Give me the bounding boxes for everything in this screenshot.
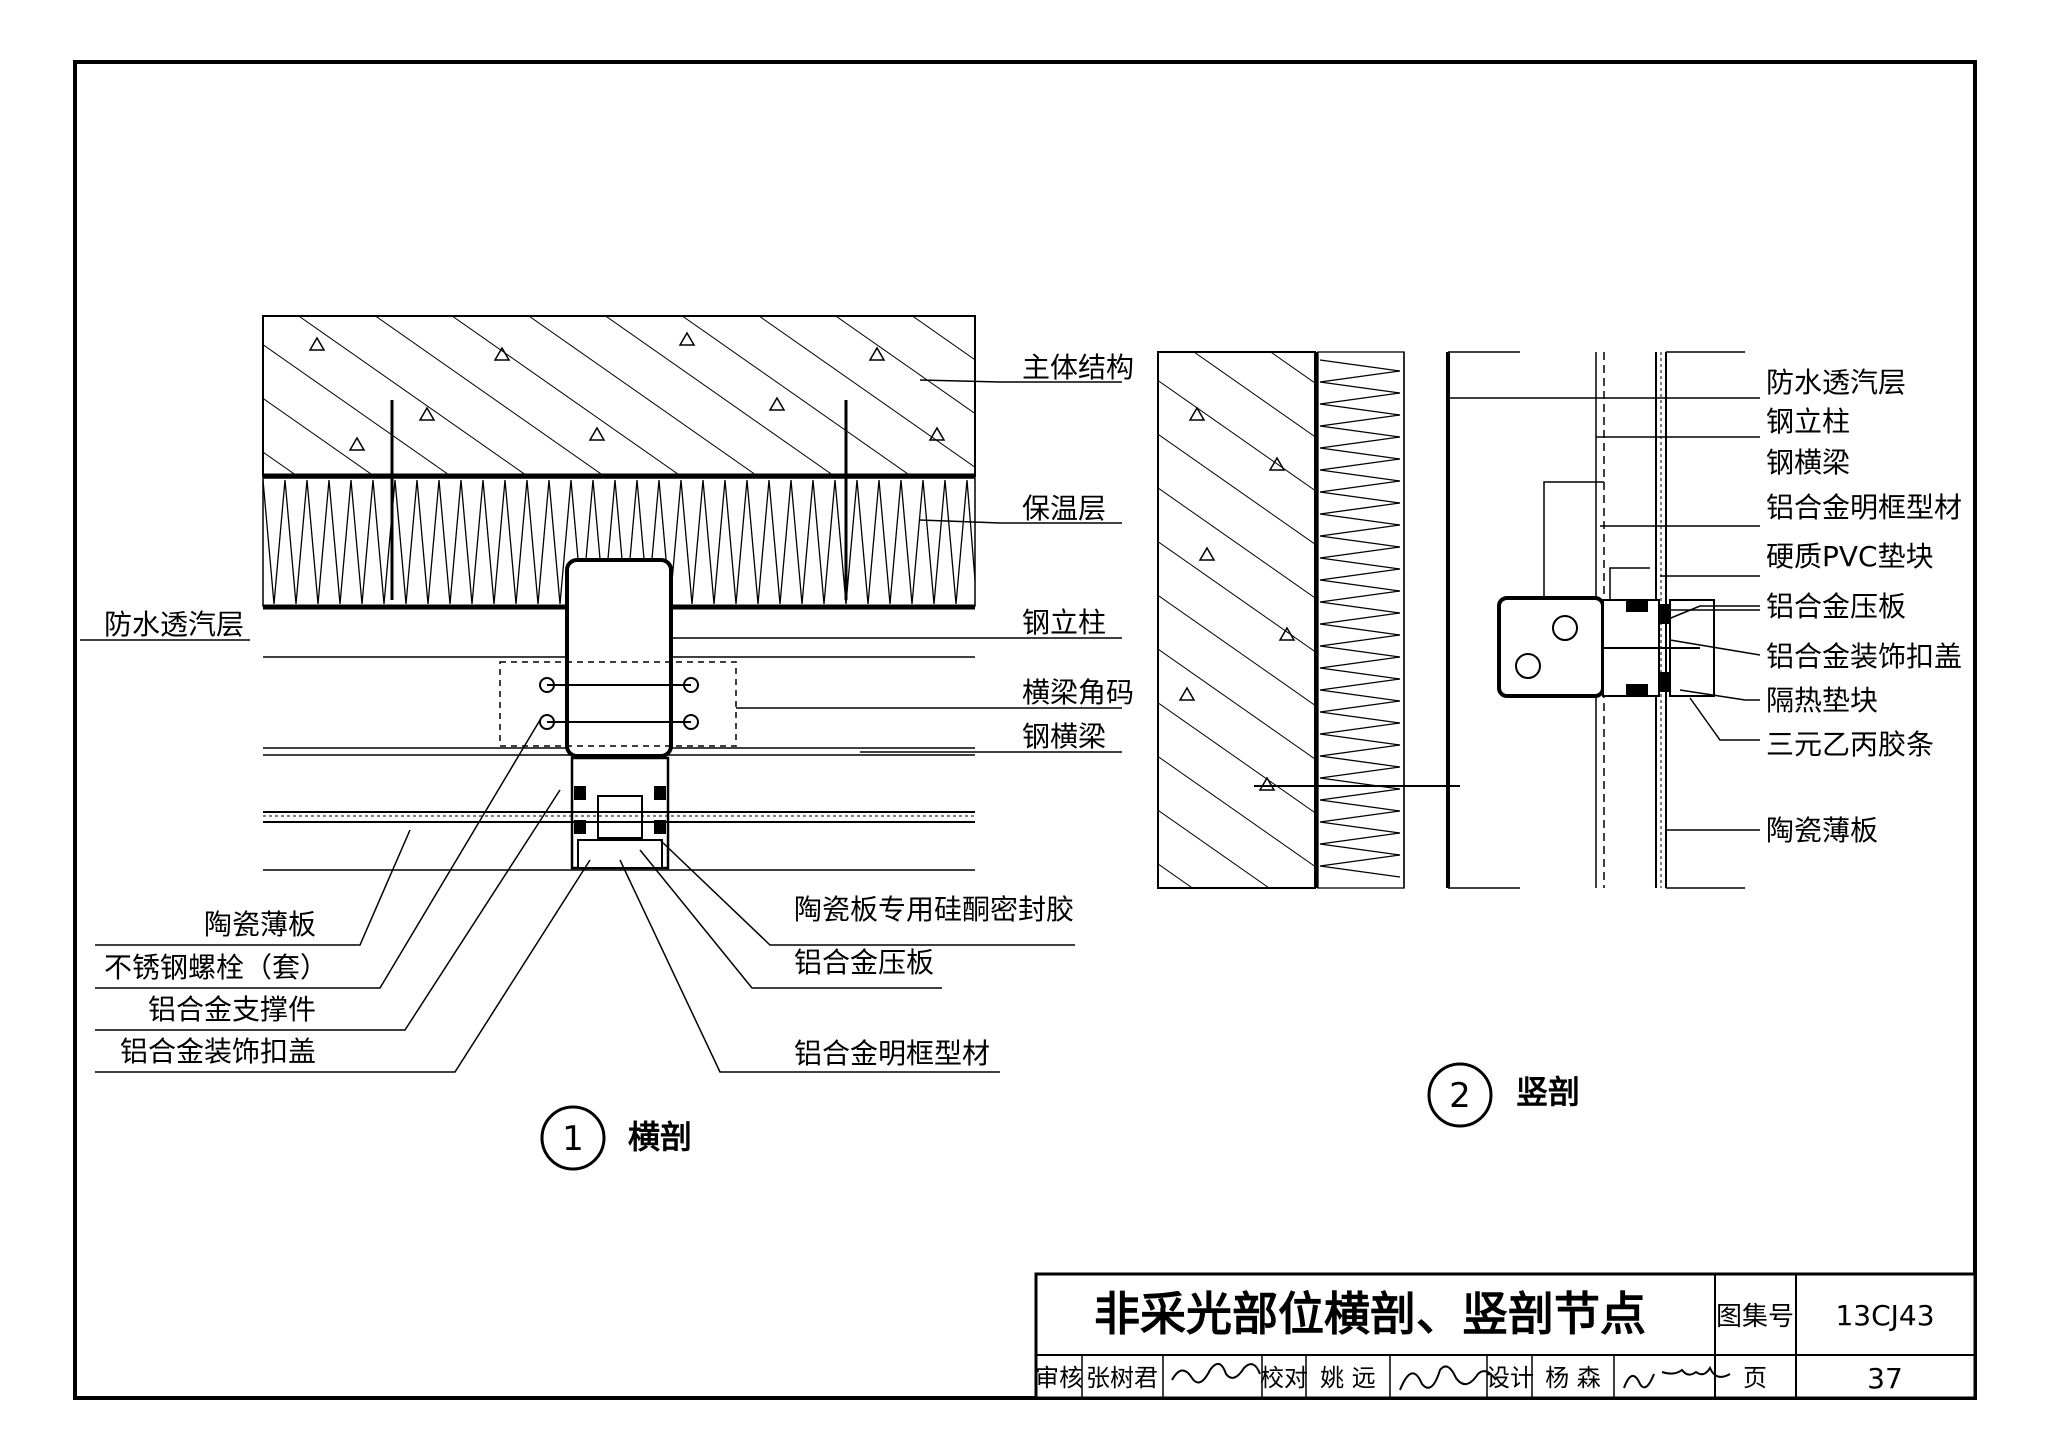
checker-signature <box>1399 1365 1497 1391</box>
label-steel-column-left: 钢立柱 <box>1022 606 1106 639</box>
page-label: 页 <box>1743 1364 1767 1392</box>
view-number-2: 2 <box>1449 1076 1471 1116</box>
view-number-circle-1 <box>540 1105 606 1171</box>
designer-name: 杨 森 <box>1545 1364 1601 1392</box>
label-al-pressure-plate-left: 铝合金压板 <box>794 946 934 979</box>
designer-signature <box>1623 1365 1731 1389</box>
view-title-1: 横剖 <box>628 1118 692 1156</box>
right-section-view: 防水透汽层 钢立柱 钢横梁 铝合金明框型材 硬质PVC垫块 铝合金压板 铝合金装… <box>1157 351 1962 1128</box>
label-thermal-pad: 隔热垫块 <box>1766 684 1878 717</box>
label-main-structure: 主体结构 <box>1022 351 1134 384</box>
left-section-view: 主体结构 保温层 防水透汽层 钢立柱 横梁角码 钢横梁 陶瓷板专用硅酮密封胶 铝… <box>80 315 1134 1171</box>
view-number-circle-2 <box>1427 1062 1493 1128</box>
label-insulation: 保温层 <box>1022 492 1106 525</box>
checker-name: 姚 远 <box>1320 1364 1376 1392</box>
label-sealant: 陶瓷板专用硅酮密封胶 <box>794 893 1074 926</box>
label-pvc-block: 硬质PVC垫块 <box>1766 540 1934 573</box>
view-number-1: 1 <box>562 1119 584 1159</box>
label-steel-beam-left: 钢横梁 <box>1022 720 1106 753</box>
label-beam-corner-clip: 横梁角码 <box>1022 676 1134 709</box>
label-steel-column-right: 钢立柱 <box>1766 405 1850 438</box>
label-waterproof-membrane-right: 防水透汽层 <box>1766 366 1906 399</box>
label-epdm-strip: 三元乙丙胶条 <box>1766 728 1934 761</box>
label-al-cover-left: 铝合金装饰扣盖 <box>120 1035 316 1068</box>
label-ss-bolt: 不锈钢螺栓（套） <box>104 951 328 984</box>
atlas-number: 13CJ43 <box>1835 1299 1934 1332</box>
sheet-border <box>73 60 1977 1400</box>
review-label: 审核 <box>1035 1364 1083 1392</box>
label-al-frame-profile-right: 铝合金明框型材 <box>1766 491 1962 524</box>
label-al-frame-profile-left: 铝合金明框型材 <box>794 1037 990 1070</box>
label-al-support: 铝合金支撑件 <box>148 993 316 1026</box>
label-steel-beam-right: 钢横梁 <box>1766 446 1850 479</box>
page-number: 37 <box>1867 1362 1903 1395</box>
drawing-title: 非采光部位横剖、竖剖节点 <box>1094 1287 1646 1341</box>
design-label: 设计 <box>1486 1364 1534 1392</box>
reviewer-signature <box>1171 1363 1261 1384</box>
label-al-cover-right: 铝合金装饰扣盖 <box>1766 640 1962 673</box>
label-ceramic-panel-right: 陶瓷薄板 <box>1766 814 1878 847</box>
label-ceramic-panel-left: 陶瓷薄板 <box>204 908 316 941</box>
label-waterproof-membrane-left: 防水透汽层 <box>104 608 244 641</box>
check-label: 校对 <box>1260 1364 1308 1392</box>
label-al-pressure-plate-right: 铝合金压板 <box>1766 590 1906 623</box>
view-title-2: 竖剖 <box>1516 1073 1580 1111</box>
reviewer-name: 张树君 <box>1086 1364 1158 1392</box>
title-block: 非采光部位横剖、竖剖节点 图集号 13CJ43 审核 张树君 校对 姚 远 设计… <box>1034 1272 1977 1400</box>
atlas-label: 图集号 <box>1716 1302 1794 1332</box>
